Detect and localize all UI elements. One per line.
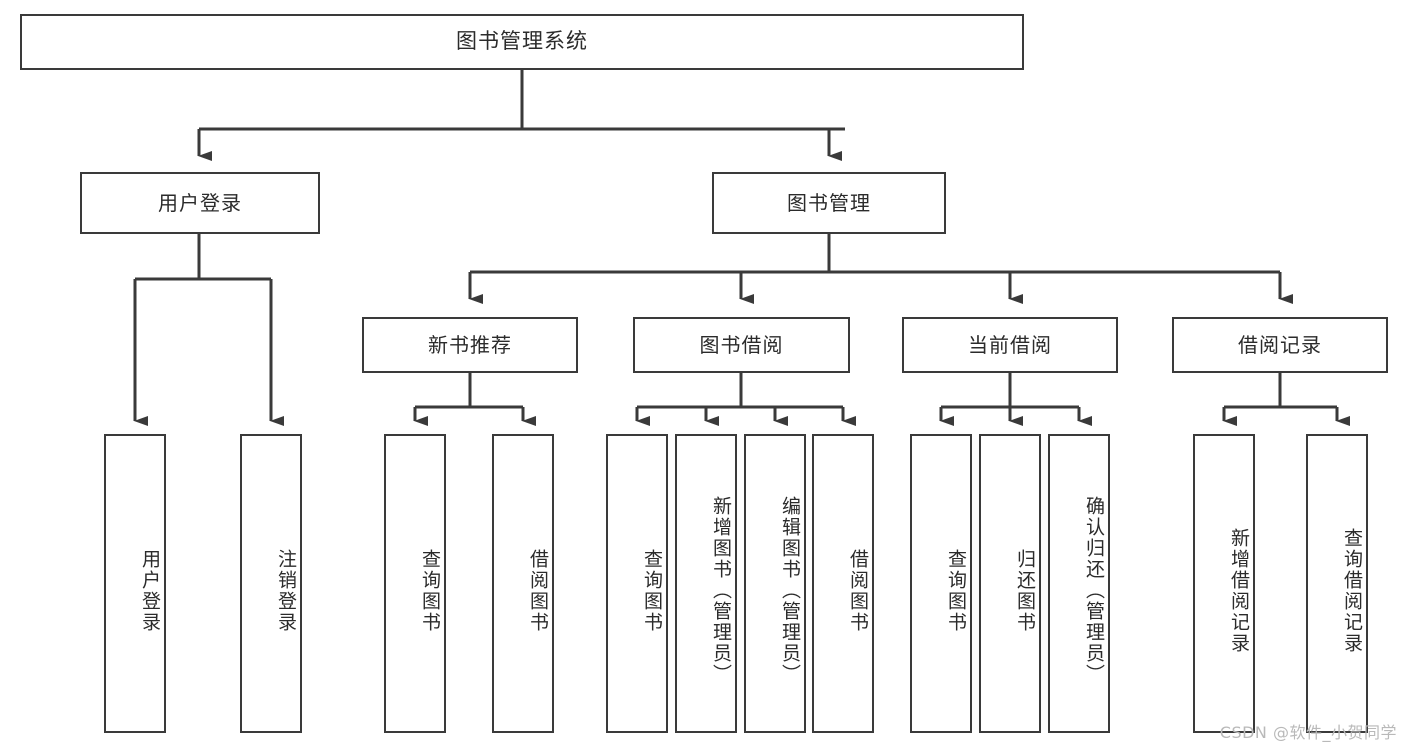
node-leaf-return-book[interactable]: 归还图书 — [979, 434, 1041, 733]
node-leaf-add-book-label: 新增图书（管理员） — [710, 496, 732, 685]
node-leaf-query-record[interactable]: 查询借阅记录 — [1306, 434, 1368, 733]
node-new-book-rec-label: 新书推荐 — [428, 333, 512, 357]
node-leaf-add-record[interactable]: 新增借阅记录 — [1193, 434, 1255, 733]
node-leaf-add-book[interactable]: 新增图书（管理员） — [675, 434, 737, 733]
node-leaf-return-book-label: 归还图书 — [1014, 548, 1036, 633]
node-book-borrow[interactable]: 图书借阅 — [633, 317, 850, 373]
node-leaf-query-book-2[interactable]: 查询图书 — [606, 434, 668, 733]
node-current-borrow-label: 当前借阅 — [968, 333, 1052, 357]
node-leaf-user-login[interactable]: 用户登录 — [104, 434, 166, 733]
node-leaf-logout[interactable]: 注销登录 — [240, 434, 302, 733]
node-borrow-record[interactable]: 借阅记录 — [1172, 317, 1388, 373]
node-leaf-borrow-book-2[interactable]: 借阅图书 — [812, 434, 874, 733]
node-leaf-edit-book-label: 编辑图书（管理员） — [779, 496, 801, 685]
node-root[interactable]: 图书管理系统 — [20, 14, 1024, 70]
node-leaf-borrow-book-1[interactable]: 借阅图书 — [492, 434, 554, 733]
node-book-manage-label: 图书管理 — [787, 191, 871, 215]
node-borrow-record-label: 借阅记录 — [1238, 333, 1322, 357]
node-leaf-edit-book[interactable]: 编辑图书（管理员） — [744, 434, 806, 733]
node-book-borrow-label: 图书借阅 — [699, 333, 784, 357]
node-leaf-query-book-3[interactable]: 查询图书 — [910, 434, 972, 733]
watermark: CSDN @软件_小贺同学 — [1219, 723, 1397, 742]
node-leaf-confirm-return[interactable]: 确认归还（管理员） — [1048, 434, 1110, 733]
node-leaf-add-record-label: 新增借阅记录 — [1228, 527, 1250, 654]
node-leaf-query-book-1[interactable]: 查询图书 — [384, 434, 446, 733]
node-leaf-borrow-book-2-label: 借阅图书 — [847, 548, 869, 633]
node-leaf-query-record-label: 查询借阅记录 — [1341, 527, 1363, 654]
node-leaf-query-book-1-label: 查询图书 — [419, 548, 441, 633]
node-new-book-rec[interactable]: 新书推荐 — [362, 317, 578, 373]
node-user-login[interactable]: 用户登录 — [80, 172, 320, 234]
node-leaf-borrow-book-1-label: 借阅图书 — [527, 548, 549, 633]
node-user-login-label: 用户登录 — [158, 191, 242, 215]
node-leaf-logout-label: 注销登录 — [275, 548, 297, 633]
node-leaf-confirm-return-label: 确认归还（管理员） — [1083, 496, 1105, 685]
node-leaf-user-login-label: 用户登录 — [139, 548, 161, 633]
node-leaf-query-book-2-label: 查询图书 — [641, 548, 663, 633]
node-root-label: 图书管理系统 — [456, 29, 588, 54]
node-current-borrow[interactable]: 当前借阅 — [902, 317, 1118, 373]
node-book-manage[interactable]: 图书管理 — [712, 172, 946, 234]
node-leaf-query-book-3-label: 查询图书 — [945, 548, 967, 633]
